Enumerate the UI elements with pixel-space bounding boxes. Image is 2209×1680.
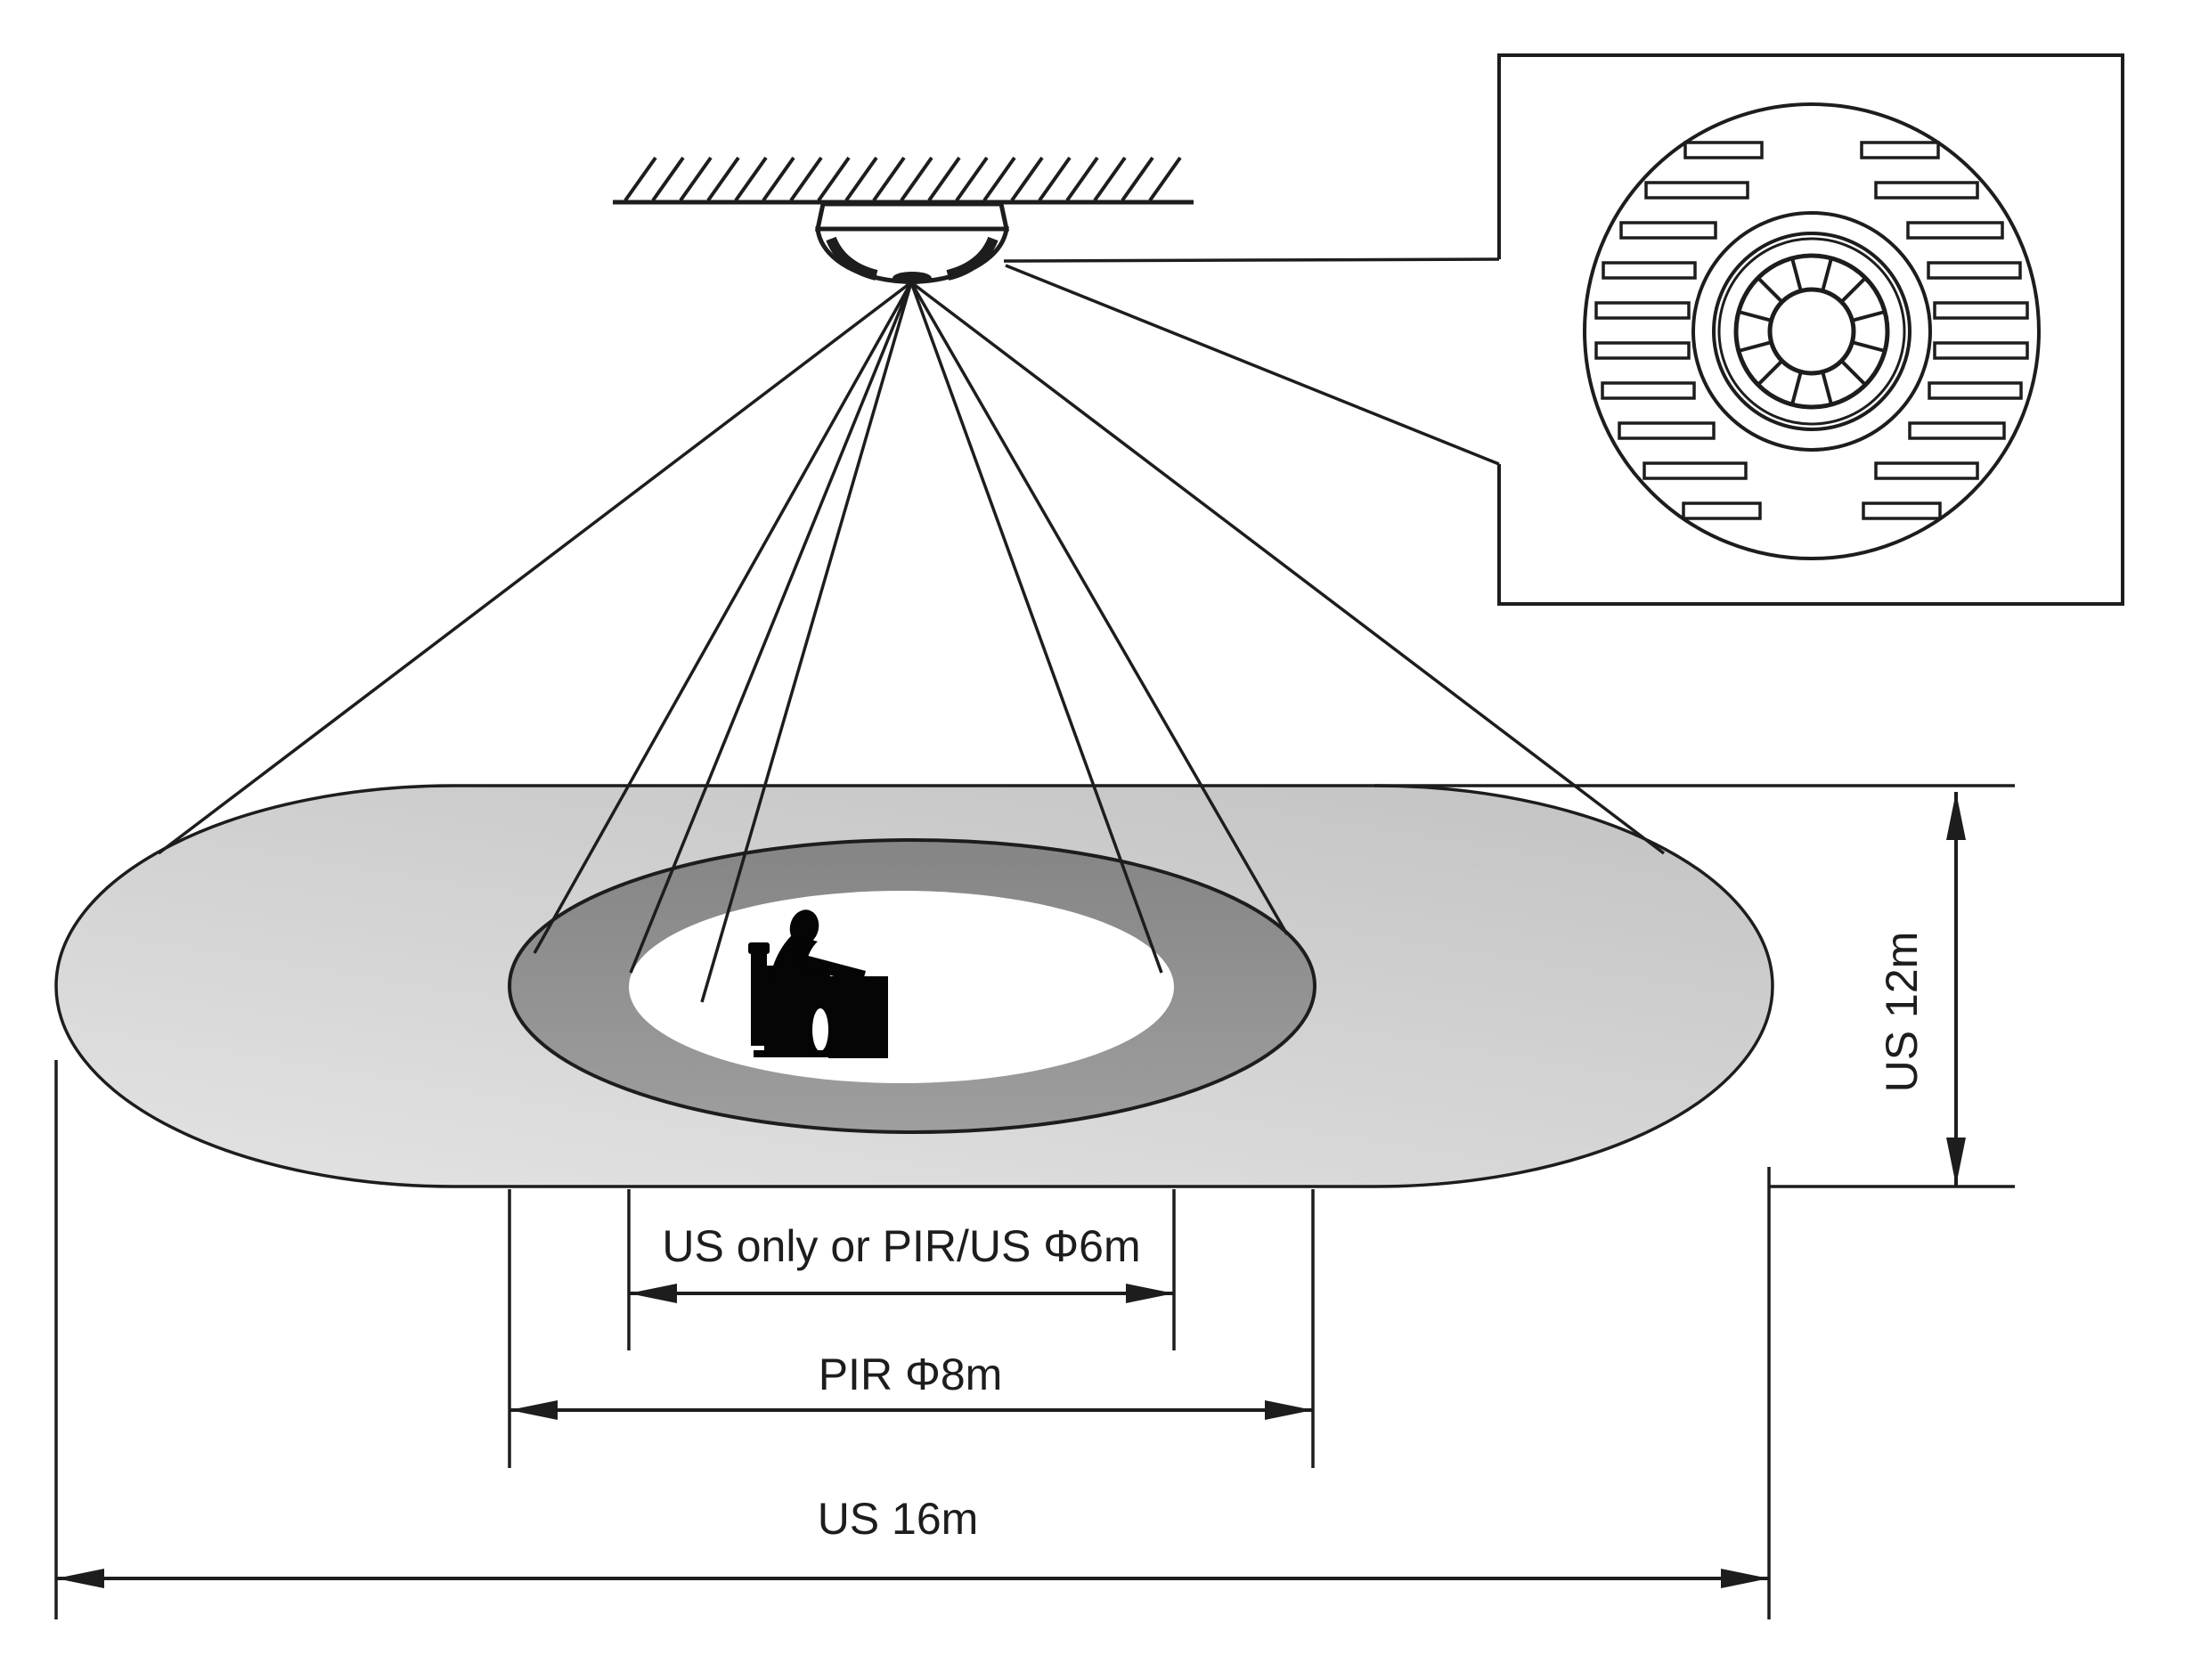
dimension-arrowheads [56,792,1966,1588]
sensor-face-detail [1497,53,2124,606]
extension-lines [54,784,2015,1619]
cone-line-right-pir [909,281,1289,935]
desk-and-monitor [828,976,888,1058]
vent-slot [1602,261,1697,280]
leader-line-lower [1005,264,1500,466]
vent-slot [1642,461,1748,480]
vent-slot [1594,301,1691,320]
chair-gap [812,1008,828,1051]
cone-line-right-outer [909,281,1666,855]
vent-slot [1683,141,1764,159]
vent-slot [1933,341,2029,360]
vent-slot [1618,421,1716,440]
arrow-us16-right [1721,1569,1769,1588]
ceiling [613,156,1194,205]
vent-slot [1928,381,2023,400]
vent-slot [1619,221,1717,240]
arrow-us12-bottom [1946,1138,1966,1186]
vent-slots-right [1860,141,2029,520]
detail-callout-leaders [1003,257,1500,466]
floor-line [754,1050,832,1057]
dimension-lines [56,792,1958,1580]
chair-back [751,950,767,1046]
vent-slot [1933,301,2029,320]
coverage-zone-inner [629,891,1174,1083]
lens-segment-ring [1733,253,1890,410]
hub-ring-bezel-b [1717,237,1906,426]
vent-slot [1874,181,1979,200]
hub-ring-bezel-a [1712,232,1911,431]
vent-slot [1906,221,2004,240]
label-us16: US 16m [818,1494,979,1544]
sensor-lens-hub [1691,211,1932,452]
hub-center-circle [1767,287,1856,376]
cone-line-left-inner [629,281,913,974]
occupancy-sensor [814,201,1010,284]
sensor-face-outline [1583,102,2041,560]
cone-line-left-pir [533,281,913,954]
vent-slot [1860,141,1940,159]
cone-line-center [700,281,913,1003]
arrow-us12-top [1946,792,1966,840]
label-pir-zone: PIR Φ8m [819,1350,1003,1399]
leader-line-upper [1003,257,1500,263]
arrow-pir-left [509,1400,558,1420]
ceiling-hatching [624,156,1182,202]
hub-ring-outer [1691,211,1932,452]
arrow-pir-right [1265,1400,1313,1420]
cone-line-left-outer [157,281,913,855]
detail-box [1497,53,2124,606]
sensor-window-left [826,236,878,281]
arrow-us16-left [56,1569,104,1588]
vent-slot [1644,181,1749,200]
vent-slot [1927,261,2022,280]
lens-segment-spokes [1738,257,1886,405]
vent-slot [1594,341,1691,360]
dimensions: US only or PIR/US Φ6m PIR Φ8m US 16m US … [54,784,2015,1619]
sensor-base [814,201,1010,232]
vent-slot [1862,502,1942,520]
vent-slot [1682,502,1762,520]
label-us12: US 12m [1877,932,1927,1093]
vent-slot [1874,461,1979,480]
arrow-inner-right [1126,1284,1174,1303]
sensor-lens [893,272,932,284]
vent-slot [1908,421,2006,440]
label-inner-zone: US only or PIR/US Φ6m [662,1221,1140,1271]
detection-cone-lines [157,281,1666,1003]
person-silhouette [748,909,888,1058]
person-torso [770,934,818,1015]
vent-slot [1601,381,1696,400]
vent-slots-left [1594,141,1764,520]
cone-line-right-inner [909,281,1163,974]
person-head [789,909,819,945]
person-arm [795,953,866,983]
sensor-window-right [946,236,999,281]
arrow-inner-left [629,1284,677,1303]
